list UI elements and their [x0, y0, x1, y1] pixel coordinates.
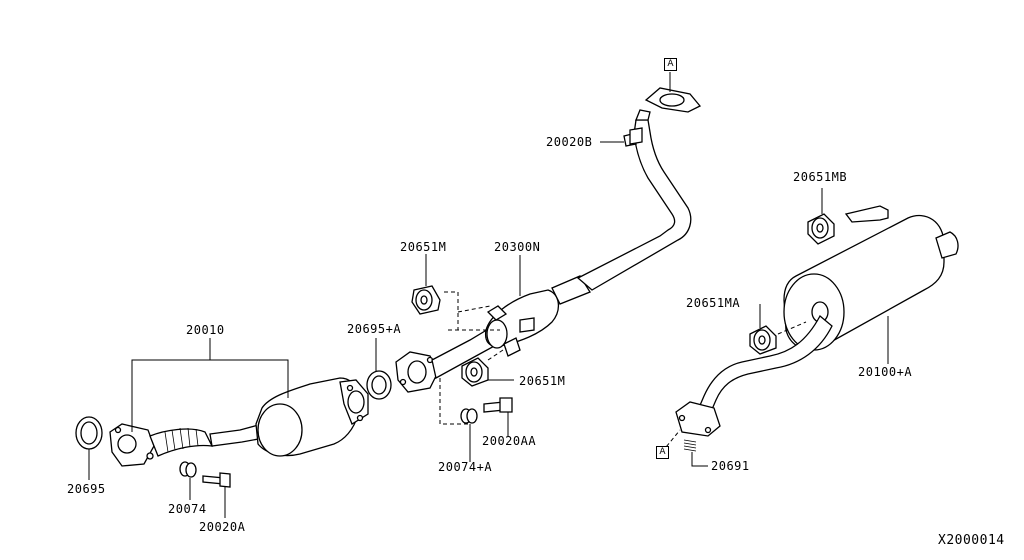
spring-20074A-drawing [460, 408, 478, 424]
part-label-20300N: 20300N [494, 240, 541, 254]
dash-20651M-bottom [439, 347, 507, 425]
bolt-20020B-drawing [623, 127, 643, 147]
hanger-20651M-top-drawing [411, 285, 441, 315]
hanger-20651M-bottom-drawing [461, 357, 489, 387]
part-label-20074: 20074 [168, 502, 207, 516]
dash-20651M-top [444, 291, 500, 331]
dash-A-bottom [661, 429, 681, 453]
part-label-20010: 20010 [186, 323, 225, 337]
part-label-20695A: 20695+A [347, 322, 402, 336]
gasket-20695-drawing [75, 416, 103, 450]
gasket-20691-drawing [683, 439, 697, 452]
center-pipe-20300N-drawing [395, 87, 702, 393]
bolt-20020AA-drawing [483, 397, 513, 413]
muffler-20100A-drawing [675, 205, 959, 437]
leader-20010 [131, 338, 289, 432]
part-label-20651M-top: 20651M [400, 240, 447, 254]
dash-20651MA [777, 321, 807, 335]
diagram-id: X2000014 [938, 533, 1005, 548]
spring-20074-drawing [179, 461, 197, 478]
hanger-20651MB-drawing [807, 213, 835, 245]
part-label-20074A: 20074+A [438, 460, 493, 474]
part-label-20020A: 20020A [199, 520, 246, 534]
part-label-20695: 20695 [67, 482, 106, 496]
gasket-20695A-drawing [366, 370, 392, 400]
leader-20691 [691, 452, 708, 467]
ref-marker-a-top: A [664, 58, 677, 71]
part-label-20651M-bottom: 20651M [519, 374, 566, 388]
hanger-20651MA-drawing [749, 325, 777, 355]
catalytic-converter-20010-drawing [109, 377, 369, 467]
part-label-20100A: 20100+A [858, 365, 913, 379]
part-label-20651MA: 20651MA [686, 296, 741, 310]
part-label-20651MB: 20651MB [793, 170, 848, 184]
part-label-20020B: 20020B [546, 135, 593, 149]
part-label-20691: 20691 [711, 459, 750, 473]
ref-marker-a-bottom: A [656, 446, 669, 459]
bolt-20020A-drawing [202, 472, 231, 488]
part-label-20020AA: 20020AA [482, 434, 537, 448]
